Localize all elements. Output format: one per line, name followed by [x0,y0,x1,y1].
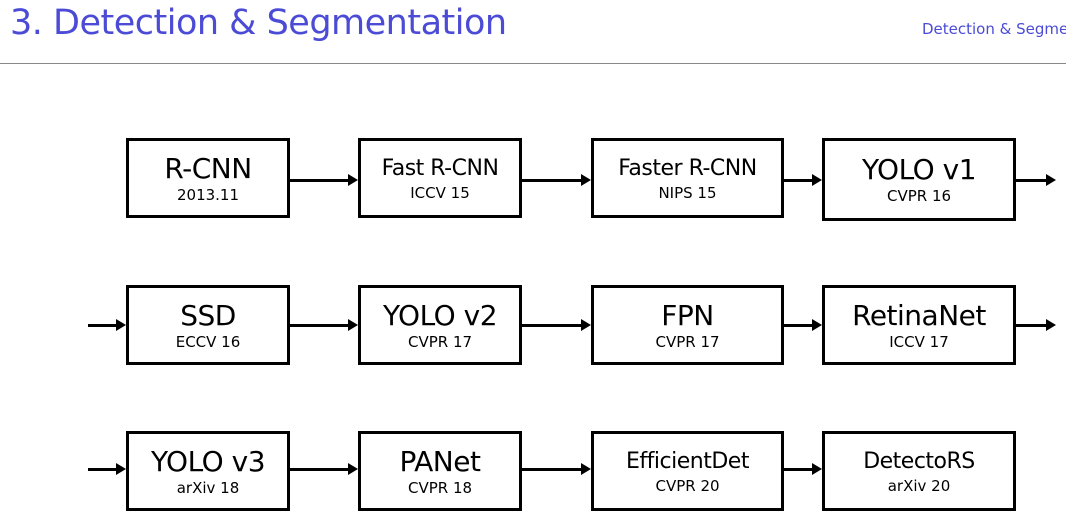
model-name: DetectoRS [863,448,975,474]
model-box-efficientdet: EfficientDet CVPR 20 [591,431,784,511]
model-box-retinanet: RetinaNet ICCV 17 [822,285,1016,365]
page-title: 3. Detection & Segmentation [10,3,507,43]
model-name: YOLO v2 [382,298,498,332]
model-venue: CVPR 17 [655,332,720,351]
model-box-ssd: SSD ECCV 16 [126,285,290,365]
model-venue: NIPS 15 [658,183,717,202]
model-name: PANet [399,444,481,478]
model-venue: CVPR 18 [407,478,473,497]
model-box-yolo-v1: YOLO v1 CVPR 16 [822,138,1016,221]
model-name: Fast R-CNN [381,155,499,181]
model-box-yolo-v2: YOLO v2 CVPR 17 [358,285,522,365]
model-box-yolo-v3: YOLO v3 arXiv 18 [126,431,290,511]
model-name: R-CNN [164,151,252,185]
model-name: Faster R-CNN [618,155,757,181]
model-venue: ECCV 16 [175,332,241,351]
section-subtitle: Detection & Segmentation [922,20,1066,38]
model-venue: arXiv 20 [887,476,951,495]
model-venue: ICCV 15 [410,183,470,202]
model-box-panet: PANet CVPR 18 [358,431,522,511]
model-box-fpn: FPN CVPR 17 [591,285,784,365]
header-divider [0,63,1066,64]
model-box-faster-rcnn: Faster R-CNN NIPS 15 [591,138,784,218]
model-name: YOLO v3 [150,444,266,478]
model-venue: ICCV 17 [889,332,949,351]
model-box-detectors: DetectoRS arXiv 20 [822,431,1016,511]
model-venue: CVPR 17 [407,332,473,351]
model-box-fast-rcnn: Fast R-CNN ICCV 15 [358,138,522,218]
model-box-rcnn: R-CNN 2013.11 [126,138,290,218]
model-name: SSD [180,298,236,332]
model-name: YOLO v1 [861,153,977,186]
model-venue: CVPR 16 [886,187,952,205]
model-name: EfficientDet [626,448,749,474]
model-venue: arXiv 18 [176,478,240,497]
model-name: RetinaNet [852,298,986,332]
model-venue: 2013.11 [176,185,240,204]
model-name: FPN [661,298,714,332]
model-venue: CVPR 20 [655,476,720,495]
